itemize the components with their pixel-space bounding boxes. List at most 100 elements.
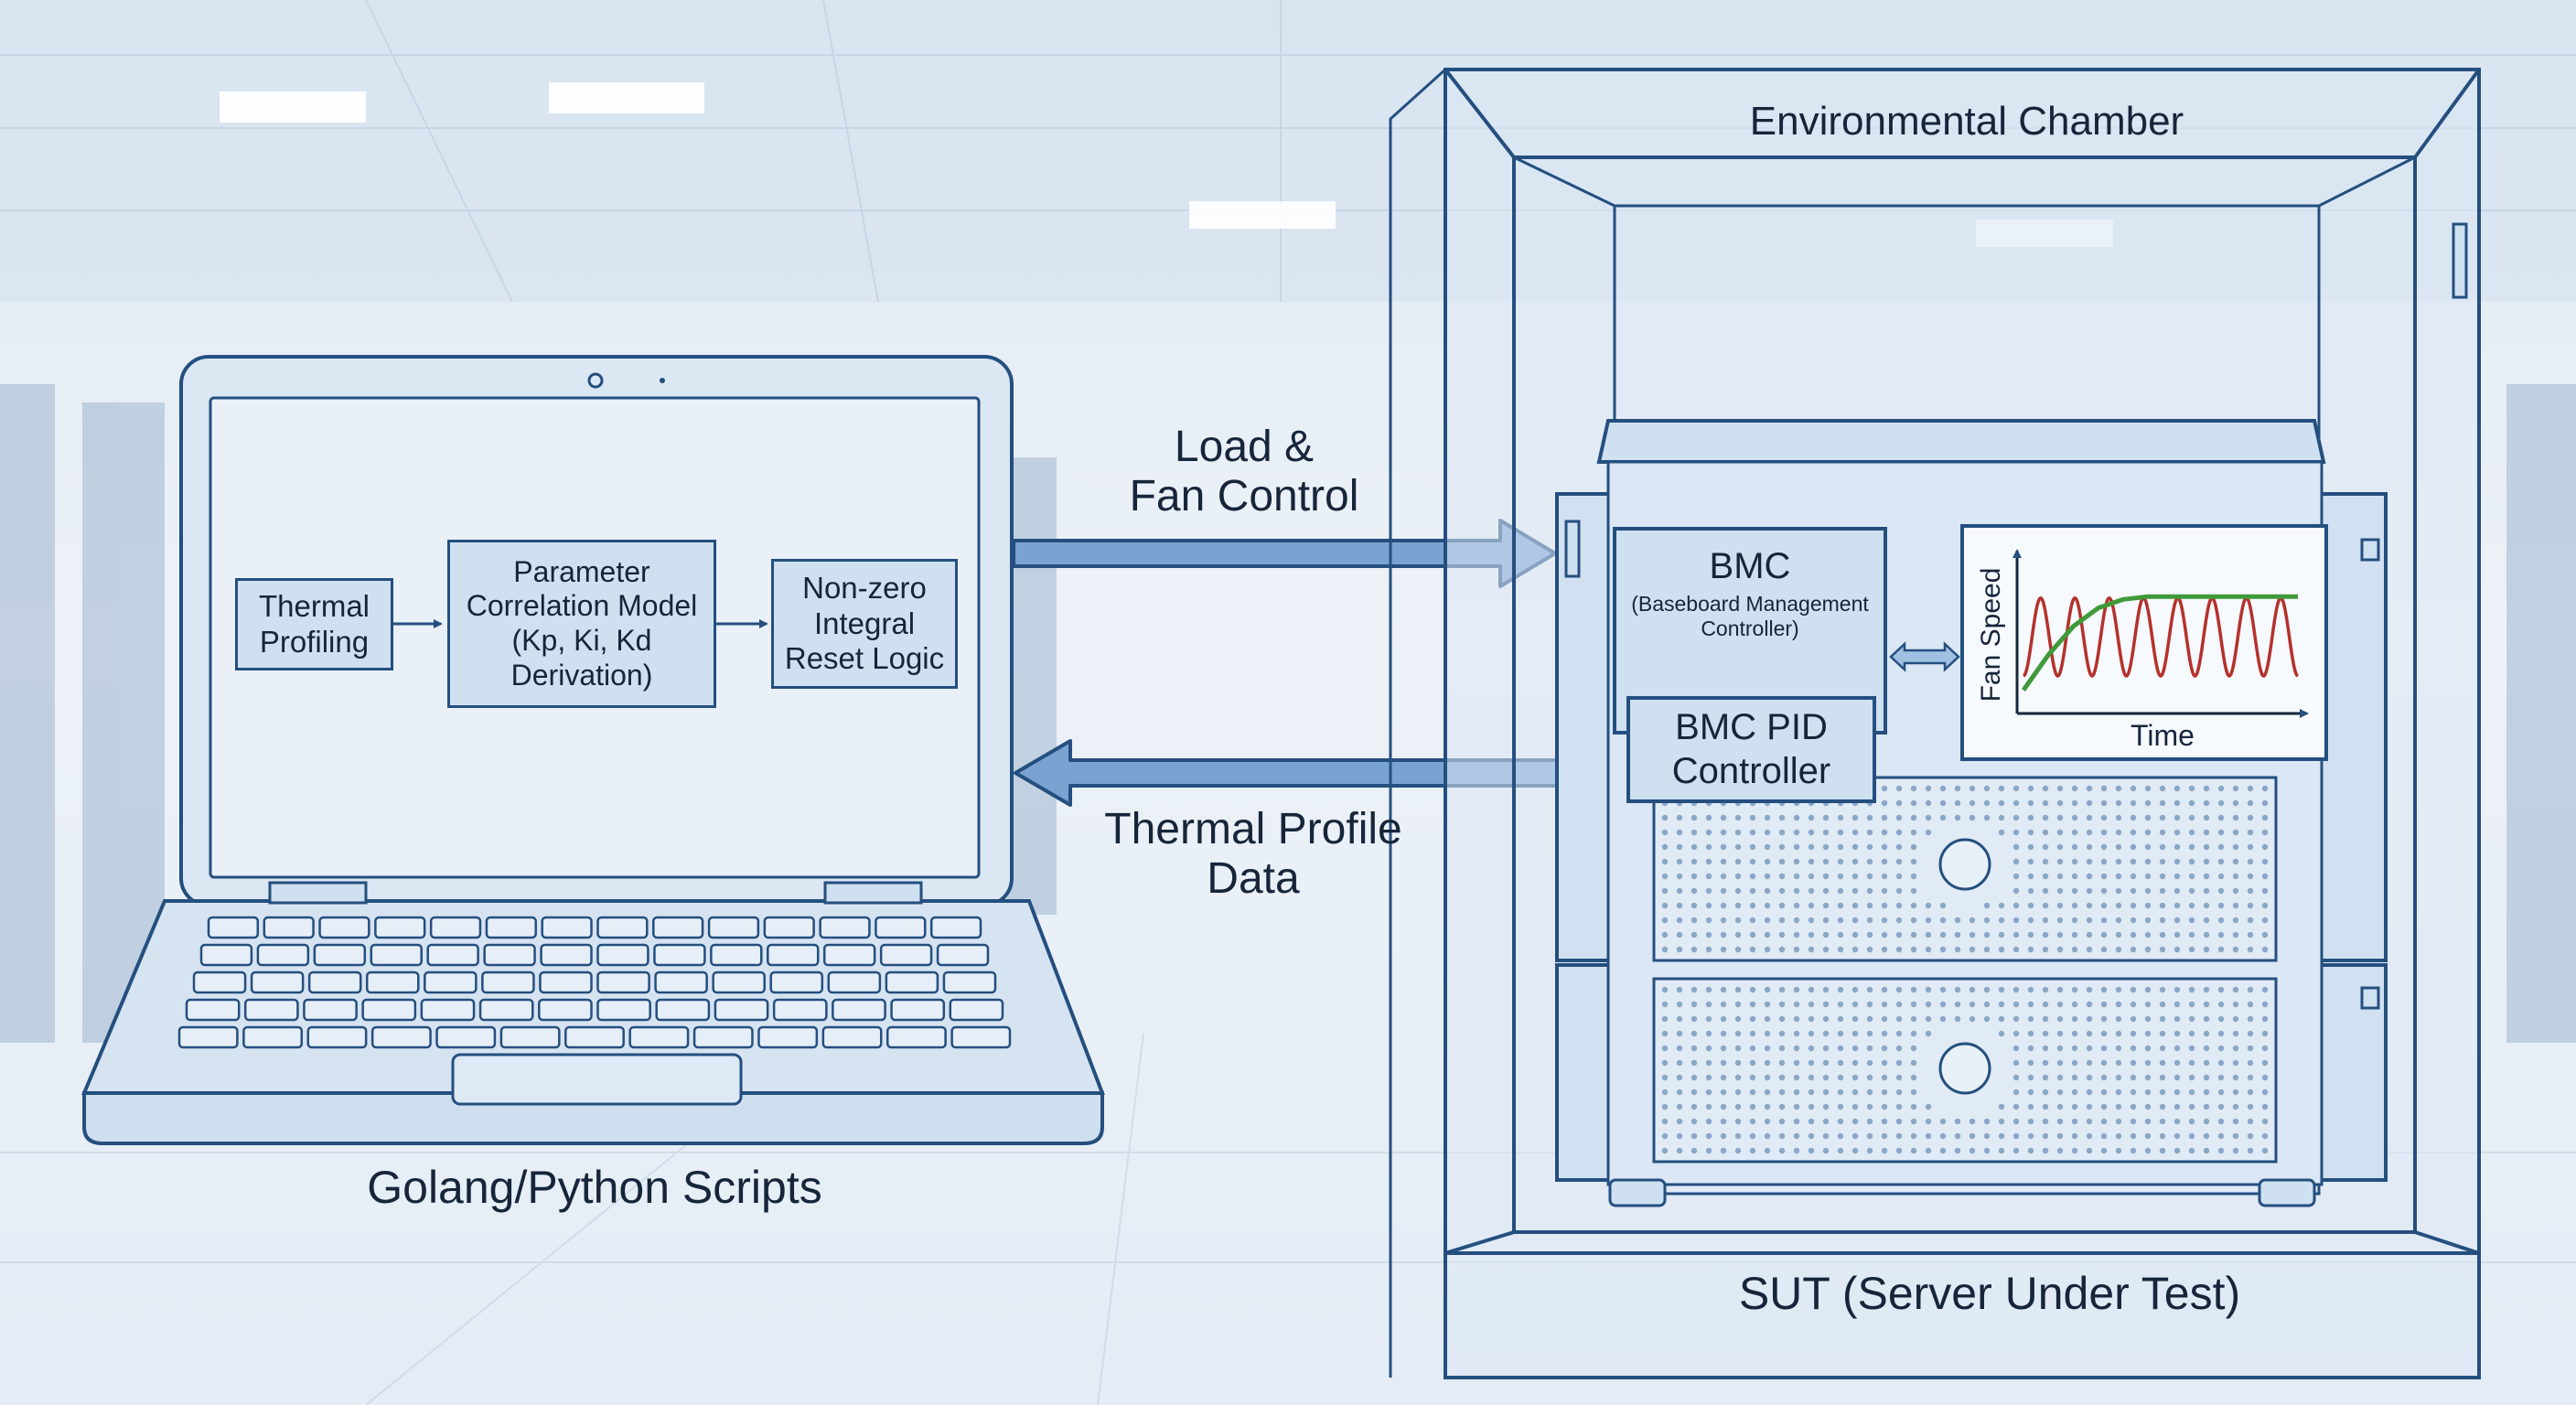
vent-hole xyxy=(1852,1089,1859,1096)
vent-hole xyxy=(2130,1089,2137,1096)
vent-hole xyxy=(2144,887,2152,895)
vent-hole xyxy=(1852,858,1859,865)
vent-hole xyxy=(2012,1001,2020,1008)
vent-hole xyxy=(1661,887,1669,895)
vent-hole xyxy=(1676,931,1683,938)
vent-hole xyxy=(1734,917,1742,924)
vent-hole xyxy=(1734,1015,1742,1023)
vent-hole xyxy=(1969,1015,1976,1023)
vent-hole xyxy=(2188,843,2195,851)
vent-hole xyxy=(1720,1074,1727,1081)
vent-hole xyxy=(2042,946,2049,953)
vent-hole xyxy=(1793,1015,1800,1023)
keyboard-key xyxy=(819,916,871,939)
parameter-correlation-model-box: Parameter Correlation Model (Kp, Ki, Kd … xyxy=(447,540,716,708)
vent-hole xyxy=(2261,814,2269,821)
vent-hole xyxy=(2086,931,2093,938)
thermal-profiling-line-1: Thermal xyxy=(258,588,370,623)
vent-hole xyxy=(2188,799,2195,807)
vent-hole xyxy=(2247,917,2254,924)
vent-hole xyxy=(2188,1147,2195,1154)
vent-hole xyxy=(1661,1103,1669,1110)
vent-hole xyxy=(1676,1074,1683,1081)
chart-y-label: Fan Speed xyxy=(1976,568,2006,702)
vent-hole xyxy=(2027,1015,2034,1023)
vent-hole xyxy=(2056,1118,2064,1125)
vent-hole xyxy=(2027,1103,2034,1110)
vent-hole xyxy=(1793,1132,1800,1140)
keyboard-key xyxy=(370,1025,432,1049)
vent-hole xyxy=(1778,1001,1786,1008)
vent-hole xyxy=(2086,946,2093,953)
vent-hole xyxy=(1881,1147,1888,1154)
vent-hole xyxy=(2188,814,2195,821)
vent-hole xyxy=(2086,858,2093,865)
vent-hole xyxy=(2159,829,2166,836)
vent-hole xyxy=(1837,946,1844,953)
vent-hole xyxy=(2174,1059,2181,1067)
vent-hole xyxy=(2188,902,2195,909)
vent-hole xyxy=(2056,1103,2064,1110)
vent-hole xyxy=(2174,986,2181,993)
vent-hole xyxy=(1676,902,1683,909)
vent-hole xyxy=(1881,902,1888,909)
vent-hole xyxy=(2100,986,2108,993)
vent-hole xyxy=(2056,785,2064,792)
vent-hole xyxy=(2174,1132,2181,1140)
vent-hole xyxy=(2247,785,2254,792)
pid-line-2: Controller xyxy=(1671,750,1831,791)
vent-hole xyxy=(1661,1089,1669,1096)
vent-hole xyxy=(2071,858,2078,865)
vent-hole xyxy=(2159,931,2166,938)
vent-hole xyxy=(1866,873,1873,880)
vent-hole xyxy=(2144,1118,2152,1125)
keyboard-key xyxy=(478,998,534,1022)
bmc-title: BMC xyxy=(1709,546,1791,586)
vent-hole xyxy=(2086,1030,2093,1037)
vent-hole xyxy=(1939,946,1947,953)
vent-hole xyxy=(2174,1001,2181,1008)
vent-hole xyxy=(2217,946,2225,953)
vent-hole xyxy=(2130,873,2137,880)
vent-hole xyxy=(1720,1015,1727,1023)
vent-hole xyxy=(1910,1132,1917,1140)
vent-hole xyxy=(2027,858,2034,865)
vent-hole xyxy=(1793,1059,1800,1067)
vent-hole xyxy=(1895,799,1903,807)
vent-hole xyxy=(1778,1059,1786,1067)
vent-hole xyxy=(1705,1074,1712,1081)
vent-hole xyxy=(2027,946,2034,953)
vent-hole xyxy=(1925,1118,1932,1125)
vent-hole xyxy=(1690,1001,1698,1008)
vent-hole xyxy=(2144,1132,2152,1140)
vent-hole xyxy=(2130,1118,2137,1125)
vent-hole xyxy=(1705,1118,1712,1125)
vent-hole xyxy=(1734,1103,1742,1110)
parameter-line-1: Parameter xyxy=(513,554,650,588)
vent-hole xyxy=(1676,1118,1683,1125)
vent-hole xyxy=(2188,1103,2195,1110)
vent-hole xyxy=(1895,1074,1903,1081)
vent-hole xyxy=(2100,931,2108,938)
vent-hole xyxy=(1690,887,1698,895)
vent-hole xyxy=(1910,1089,1917,1096)
vent-hole xyxy=(1910,986,1917,993)
vent-hole xyxy=(1808,917,1815,924)
vent-hole xyxy=(2012,887,2020,895)
vent-hole xyxy=(2159,843,2166,851)
vent-hole xyxy=(1793,1089,1800,1096)
vent-hole xyxy=(1808,1030,1815,1037)
vent-hole xyxy=(2086,1118,2093,1125)
laptop xyxy=(80,355,1105,1145)
vent-hole xyxy=(1895,1001,1903,1008)
vent-hole xyxy=(2247,1118,2254,1125)
vent-hole xyxy=(1734,887,1742,895)
vent-hole xyxy=(2159,1132,2166,1140)
vent-hole xyxy=(1690,843,1698,851)
vent-hole xyxy=(1852,1103,1859,1110)
vent-hole xyxy=(1661,1045,1669,1052)
keyboard xyxy=(177,916,1012,1049)
vent-hole xyxy=(2056,858,2064,865)
vent-hole xyxy=(1969,814,1976,821)
vent-hole xyxy=(1661,917,1669,924)
